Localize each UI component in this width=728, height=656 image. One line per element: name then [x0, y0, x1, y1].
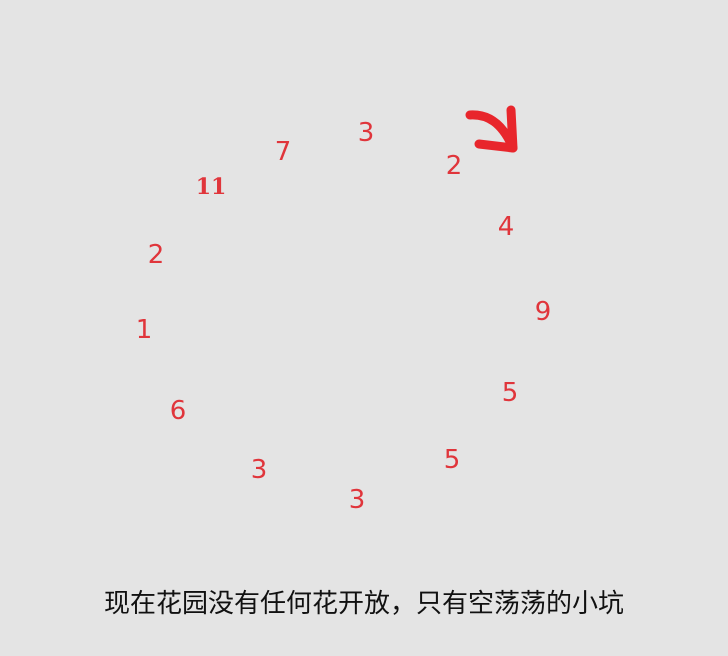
pit-count-7: 3 [348, 485, 366, 515]
pit-count-1: 3 [357, 118, 375, 148]
arrow-head [474, 105, 518, 153]
pit-count-12: 11 [195, 174, 227, 200]
pit-count-4: 9 [534, 297, 552, 327]
curved-arrow-icon [465, 105, 518, 153]
pit-count-6: 5 [443, 445, 461, 475]
pit-count-11: 2 [147, 240, 165, 270]
pit-count-9: 6 [169, 396, 187, 426]
pit-count-8: 3 [250, 455, 268, 485]
pit-count-3: 4 [497, 212, 515, 242]
caption-text: 现在花园没有任何花开放，只有空荡荡的小坑 [103, 589, 624, 619]
pit-count-2: 2 [445, 151, 463, 181]
pit-count-10: 1 [135, 315, 153, 345]
pit-count-13: 7 [274, 137, 292, 167]
pit-count-5: 5 [501, 378, 519, 408]
